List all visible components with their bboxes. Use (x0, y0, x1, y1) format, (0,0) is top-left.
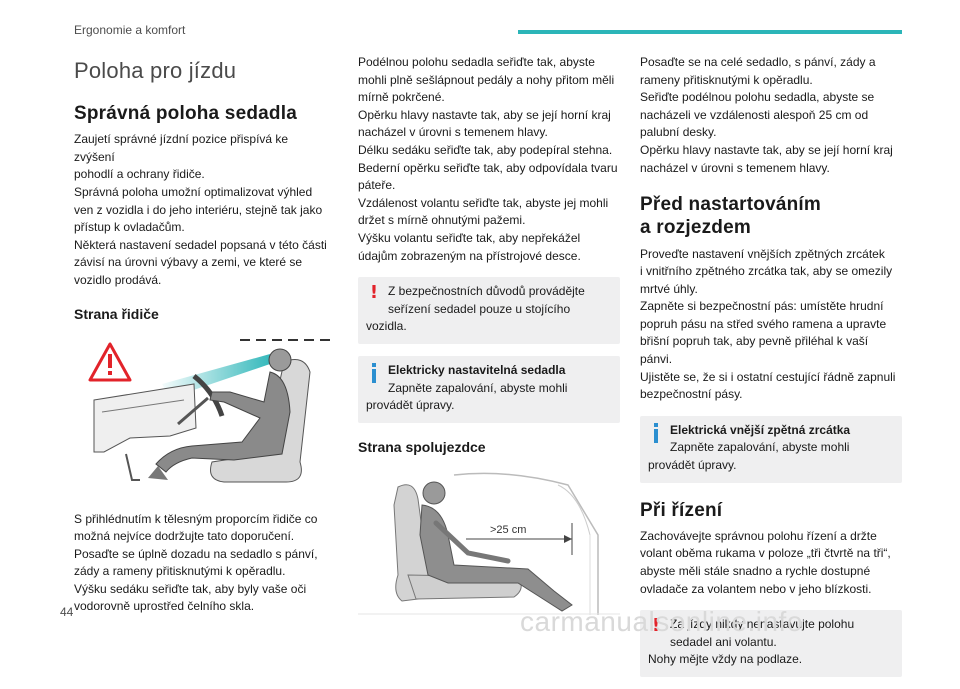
warning-note-seat-adjust: ! Z bezpečnostních důvodů provádějte seř… (358, 277, 620, 344)
intro-paragraph: Zaujetí správné jízdní pozice přispívá k… (74, 132, 327, 287)
column-1: Poloha pro jízdu Správná poloha sedadla … (74, 54, 336, 616)
exclamation-icon: ! (651, 615, 661, 637)
heading-seat-position: Správná poloha sedadla (74, 103, 297, 124)
driving-text: Zachovávejte správnou polohu řízení a dr… (640, 528, 891, 596)
column-3: Posaďte se na celé sedadlo, s pánví, zád… (640, 54, 902, 689)
heading-while-driving: Při řízení (640, 499, 723, 521)
driver-text: S přihlédnutím k tělesným proporcím řidi… (74, 511, 318, 614)
column-2: Podélnou polohu sedadla seřiďte tak, aby… (358, 54, 620, 634)
page-number: 44 (60, 605, 74, 619)
heading-before-start: Před nastartováním a rozjezdem (640, 194, 821, 239)
info-icon (367, 362, 381, 389)
section-header: Ergonomie a komfort (74, 23, 186, 37)
warning-triangle-icon (88, 342, 132, 382)
info-icon (649, 422, 663, 449)
chapter-title: Poloha pro jízdu (74, 58, 237, 83)
distance-label: >25 cm (490, 524, 526, 536)
exclamation-icon: ! (369, 282, 379, 304)
watermark: carmanualsonline.info (520, 606, 803, 637)
heading-passenger-side: Strana spolujezdce (358, 438, 486, 455)
heading-driver-side: Strana řidiče (74, 305, 159, 322)
passenger-seat-illustration: >25 cm (358, 465, 620, 620)
info-note-electric-seats: Elektricky nastavitelná sedadla Zapněte … (358, 355, 620, 423)
driver-seat-illustration (74, 332, 336, 497)
header-accent-bar (518, 30, 902, 34)
adjustment-text: Podélnou polohu sedadla seřiďte tak, aby… (358, 55, 618, 263)
passenger-text: Posaďte se na celé sedadlo, s pánví, zád… (640, 55, 893, 175)
before-start-text: Proveďte nastavení vnějších zpětných zrc… (640, 246, 896, 402)
info-note-electric-mirrors: Elektrická vnější zpětná zrcátka Zapněte… (640, 415, 902, 483)
